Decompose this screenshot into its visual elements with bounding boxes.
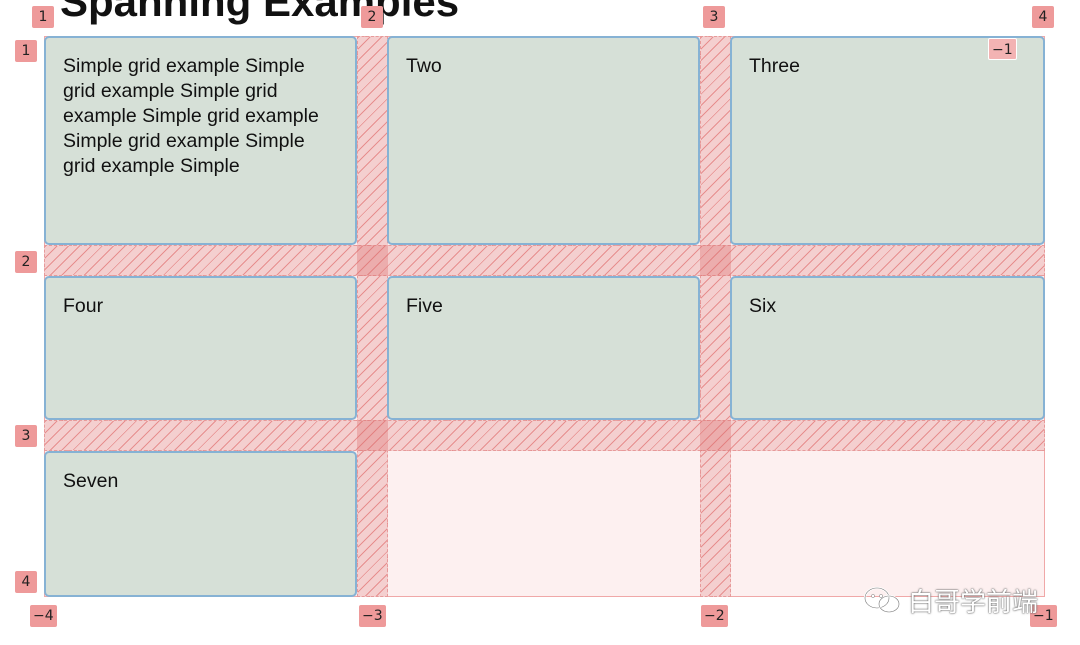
grid-item-three: Three [730,36,1045,245]
row-line-number-negative: −1 [988,38,1017,60]
row-line-number: 4 [15,571,37,593]
grid-item-two: Two [387,36,700,245]
column-line-number-negative: −1 [1030,605,1057,627]
page-title: Spanning Examples [60,0,460,25]
row-line-number: 1 [15,40,37,62]
row-gap-2 [44,420,1045,451]
column-line-number: 2 [361,6,383,28]
column-gap-1 [357,36,388,597]
column-line-number-negative: −4 [30,605,57,627]
gap-intersection [357,420,388,451]
grid-item-five: Five [387,276,700,420]
column-line-number: 3 [703,6,725,28]
grid-item-seven: Seven [44,451,357,597]
watermark: 白哥学前端 [862,582,1038,618]
column-gap-2 [700,36,731,597]
gap-intersection [700,245,731,276]
grid-item-one: Simple grid example Simple grid example … [44,36,357,245]
row-gap-1 [44,245,1045,276]
gap-intersection [357,245,388,276]
row-line-number: 2 [15,251,37,273]
grid-item-six: Six [730,276,1045,420]
column-line-number-negative: −3 [359,605,386,627]
column-line-number-negative: −2 [701,605,728,627]
gap-intersection [700,420,731,451]
column-line-number: 1 [32,6,54,28]
wechat-icon [863,586,901,614]
grid-item-four: Four [44,276,357,420]
watermark-text: 白哥学前端 [908,587,1039,618]
row-line-number: 3 [15,425,37,447]
column-line-number: 4 [1032,6,1054,28]
